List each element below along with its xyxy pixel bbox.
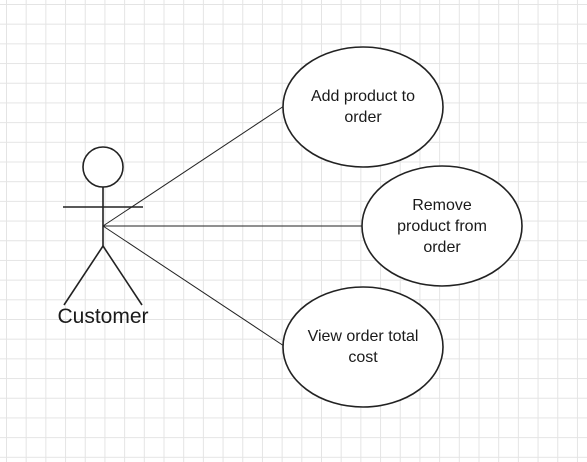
stick-figure-actor-icon[interactable]	[63, 146, 143, 306]
actor-left-leg	[63, 245, 104, 306]
use-case-ellipse-add-product[interactable]	[282, 46, 444, 168]
use-case-label-view-total: View order total cost	[307, 328, 419, 366]
association-line-view-total	[102, 225, 285, 347]
association-line-add-product	[102, 105, 285, 227]
use-case-label-add-product: Add product to order	[310, 88, 416, 126]
actor-label-customer: Customer	[57, 305, 149, 328]
use-case-ellipse-remove-product[interactable]	[361, 165, 523, 287]
use-case-ellipse-view-total[interactable]	[282, 286, 444, 408]
actor-right-leg	[102, 245, 143, 306]
use-case-label-remove-product: Remove product from order	[397, 196, 487, 256]
actor-head	[82, 146, 124, 188]
